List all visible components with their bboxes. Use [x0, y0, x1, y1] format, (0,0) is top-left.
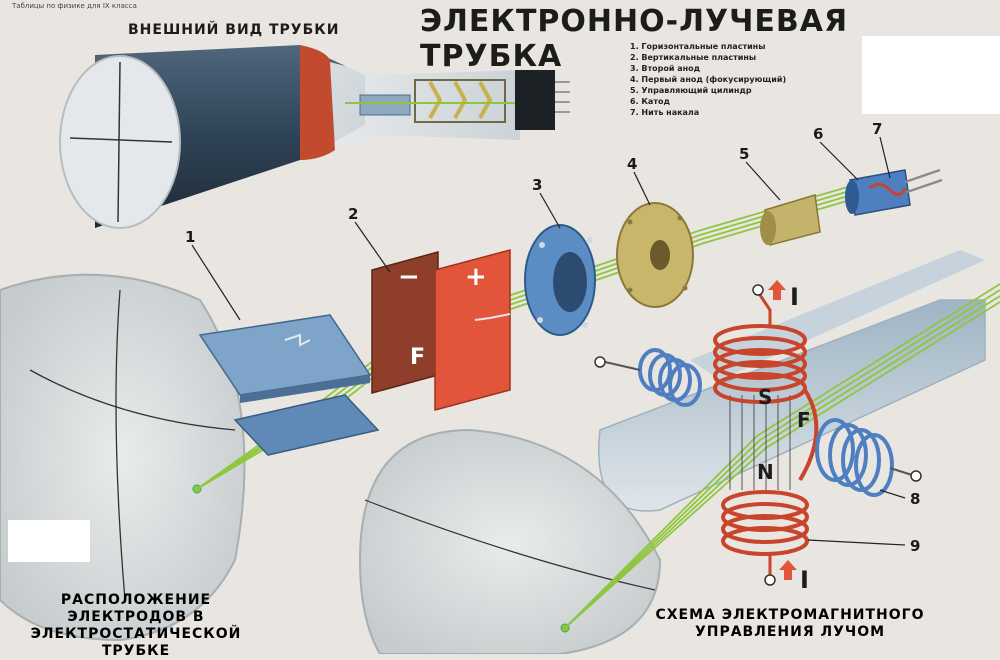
- coil-bottom: [721, 490, 809, 575]
- label-2: 2: [348, 205, 359, 223]
- vertical-plates: [371, 249, 511, 411]
- legend-item: 7. Нить накала: [630, 108, 700, 117]
- label-4: 4: [627, 155, 638, 173]
- current-label-top: I: [790, 283, 799, 311]
- force-label-electrostatic: F: [410, 345, 426, 370]
- pole-s-label: S: [758, 385, 773, 409]
- tube-screen-face: [59, 55, 181, 229]
- legend-item: 1. Горизонтальные пластины: [630, 42, 766, 51]
- caption-magnetic: СХЕМА ЭЛЕКТРОМАГНИТНОГО УПРАВЛЕНИЯ ЛУЧОМ: [655, 607, 925, 640]
- legend-item: 4. Первый анод (фокусирующий): [630, 75, 787, 84]
- filament: [869, 183, 907, 196]
- label-7: 7: [872, 120, 883, 138]
- first-anode: [616, 202, 694, 308]
- terminals: [594, 284, 922, 586]
- coil-top: [713, 294, 819, 482]
- second-anode: [524, 224, 596, 336]
- tube-base: [515, 70, 555, 130]
- magnetic-field-lines: [729, 395, 791, 490]
- poster-title: ЭЛЕКТРОННО-ЛУЧЕВАЯ ТРУБКА: [420, 4, 849, 74]
- control-cylinder: [760, 194, 821, 246]
- legend-item: 5. Управляющий цилиндр: [630, 86, 752, 95]
- leader-lines: [191, 136, 906, 546]
- tube-band: [300, 45, 335, 160]
- electrostatic-screen: [0, 273, 246, 642]
- label-8: 8: [910, 490, 921, 508]
- label-3: 3: [532, 176, 543, 194]
- series-note: Таблицы по физике для IX класса: [12, 2, 137, 10]
- coil-blue-right: [815, 418, 913, 497]
- caption-electrostatic: РАСПОЛОЖЕНИЕ ЭЛЕКТРОДОВ В ЭЛЕКТРОСТАТИЧЕ…: [30, 592, 242, 659]
- tube-neck: [330, 62, 520, 150]
- blank-patch-bottom-left: [8, 520, 90, 562]
- current-label-bottom: I: [800, 566, 809, 594]
- exterior-caption: ВНЕШНИЙ ВИД ТРУБКИ: [128, 22, 340, 38]
- legend: 1. Горизонтальные пластины 2. Вертикальн…: [630, 42, 790, 119]
- plus-sign: +: [465, 262, 487, 292]
- label-5: 5: [739, 145, 750, 163]
- horizontal-plates: [198, 314, 380, 456]
- current-arrows: [768, 280, 797, 580]
- magnetic-screen: [358, 428, 662, 655]
- label-9: 9: [910, 537, 921, 555]
- legend-item: 3. Второй анод: [630, 64, 701, 73]
- label-1: 1: [185, 228, 196, 246]
- blank-patch-top-right: [862, 36, 1000, 114]
- force-label-magnetic: F: [797, 408, 811, 432]
- coil-blue-left: [604, 348, 702, 407]
- pole-n-label: N: [757, 460, 774, 484]
- cathode: [845, 168, 943, 216]
- tube-exterior: [59, 45, 570, 229]
- label-6: 6: [813, 125, 824, 143]
- legend-item: 2. Вертикальные пластины: [630, 53, 757, 62]
- legend-item: 6. Катод: [630, 97, 670, 106]
- minus-sign: −: [398, 262, 420, 292]
